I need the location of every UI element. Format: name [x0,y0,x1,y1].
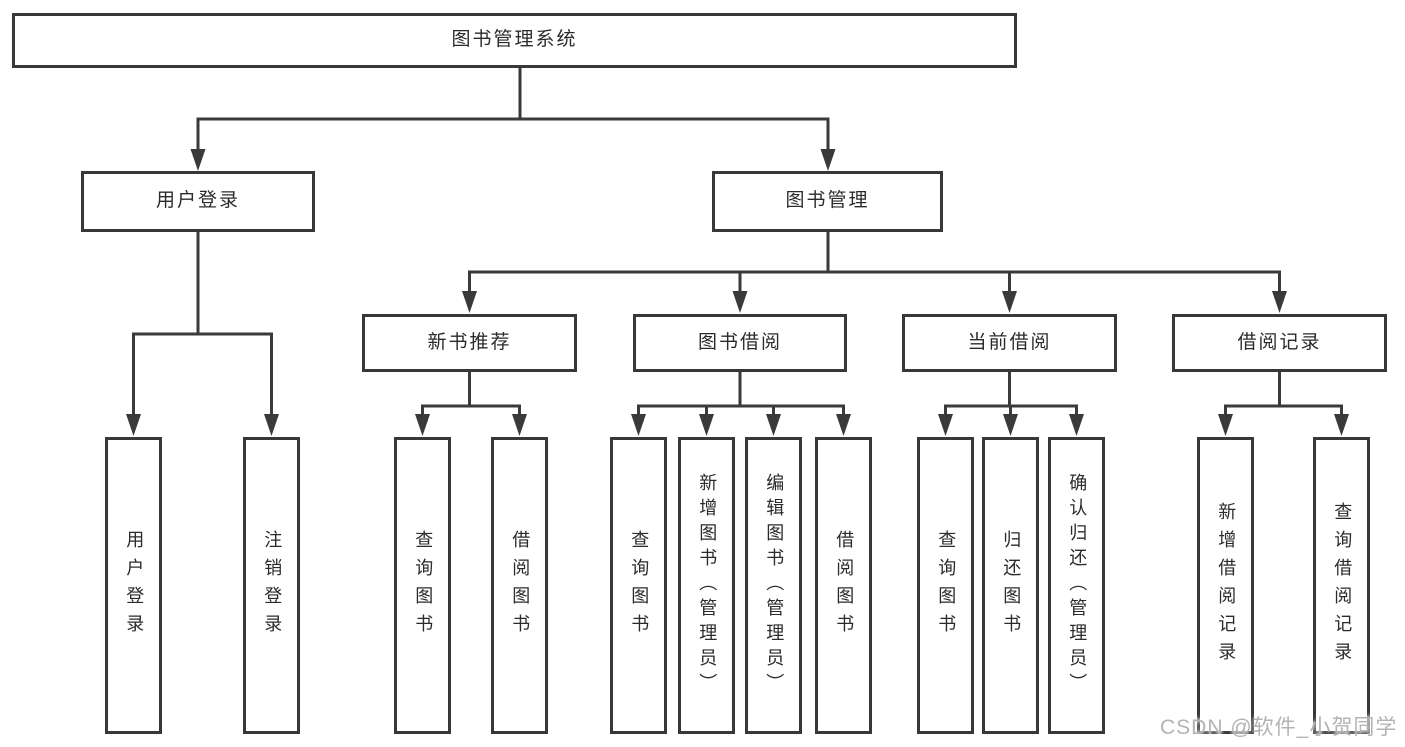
arrow-down-icon [512,414,527,436]
leaf-logout: 注销登录 [243,437,300,734]
leaf-query-books-recommend: 查询图书 [394,437,451,734]
arrow-down-icon [1218,414,1233,436]
leaf-query-borrow-record: 查询借阅记录 [1313,437,1370,734]
arrow-down-icon [190,149,206,171]
connector-book-borrow-to-children [631,372,851,436]
arrow-down-icon [631,414,646,436]
leaf-user-login: 用户登录 [105,437,162,734]
node-library-management-system: 图书管理系统 [12,13,1017,68]
leaf-edit-books-admin: 编辑图书（管理员） [745,437,802,734]
arrow-down-icon [1272,291,1287,313]
arrow-down-icon [1334,414,1349,436]
arrow-down-icon [1002,291,1017,313]
connector-user-login-to-children [126,232,279,436]
arrow-down-icon [766,414,781,436]
arrow-down-icon [1069,414,1084,436]
node-book-borrow: 图书借阅 [633,314,847,372]
node-book-management: 图书管理 [712,171,943,232]
leaf-add-books-admin: 新增图书（管理员） [678,437,735,734]
node-borrow-records: 借阅记录 [1172,314,1387,372]
connector-current-borrow-to-children [938,372,1084,436]
connector-borrow-records-to-children [1218,372,1349,436]
arrow-down-icon [699,414,714,436]
connector-book-management-to-level3 [462,232,1287,313]
leaf-borrow-books: 借阅图书 [815,437,872,734]
connector-new-book-recommend-to-children [415,372,527,436]
arrow-down-icon [820,149,836,171]
watermark: CSDN @软件_小贺同学 [1160,716,1398,739]
node-current-borrow: 当前借阅 [902,314,1117,372]
leaf-query-books-current: 查询图书 [917,437,974,734]
leaf-confirm-return-admin: 确认归还（管理员） [1048,437,1105,734]
arrow-down-icon [1003,414,1018,436]
arrow-down-icon [415,414,430,436]
arrow-down-icon [126,414,141,436]
leaf-query-books-borrow: 查询图书 [610,437,667,734]
connector-root-to-level2 [190,67,836,171]
leaf-borrow-books-recommend: 借阅图书 [491,437,548,734]
arrow-down-icon [462,291,477,313]
arrow-down-icon [264,414,279,436]
arrow-down-icon [836,414,851,436]
arrow-down-icon [938,414,953,436]
arrow-down-icon [732,291,748,313]
node-user-login: 用户登录 [81,171,315,232]
leaf-add-borrow-record: 新增借阅记录 [1197,437,1254,734]
leaf-return-books: 归还图书 [982,437,1039,734]
node-new-book-recommend: 新书推荐 [362,314,577,372]
